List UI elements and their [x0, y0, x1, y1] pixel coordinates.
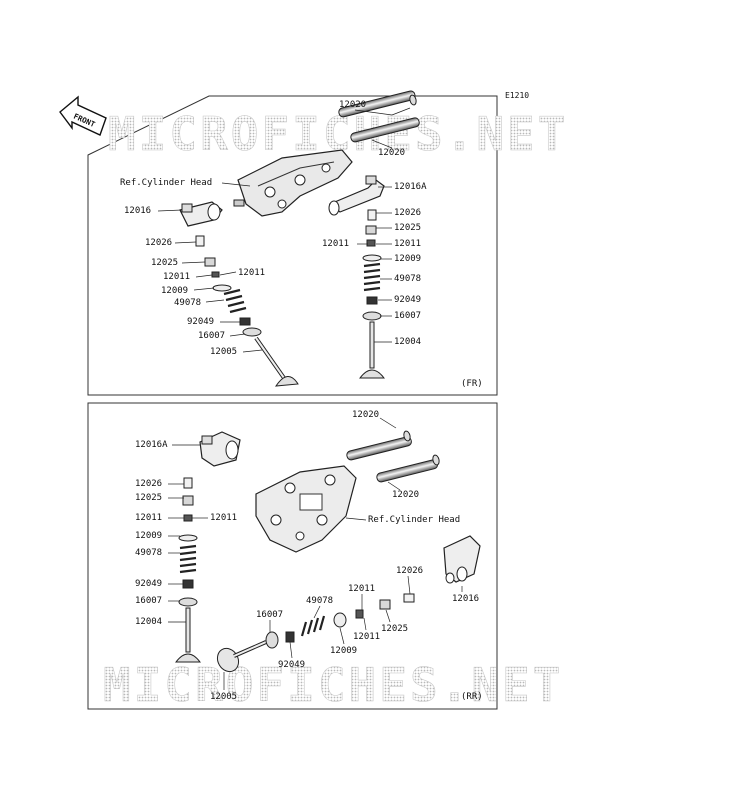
part-label: 16007: [256, 610, 284, 620]
part-label: 12020: [378, 148, 406, 158]
part-label: 12009: [135, 531, 163, 541]
valve-stack-rr-bottom-icon: [216, 593, 415, 673]
valve-stack-fr-right-icon: [358, 209, 386, 379]
rocker-arm-fr-right-icon: [328, 175, 385, 216]
rocker-arm-rr-right-icon: [443, 535, 481, 584]
part-label: 12009: [161, 286, 189, 296]
part-label: 12025: [135, 493, 163, 503]
part-label: 12011: [322, 239, 350, 249]
part-label: 12016A: [135, 440, 168, 450]
part-label: 49078: [135, 548, 163, 558]
part-label: 49078: [306, 596, 334, 606]
cylinder-head-fr-icon: [233, 149, 353, 217]
valve-stack-rr-left-icon: [174, 477, 202, 663]
part-label: 12026: [145, 238, 173, 248]
part-label: 12005: [210, 692, 238, 702]
cylinder-head-rr-icon: [255, 465, 357, 553]
part-label: 16007: [198, 331, 226, 341]
valve-stack-fr-left-icon: [195, 235, 299, 387]
part-label: Ref.Cylinder Head: [368, 515, 461, 525]
rocker-arm-rr-left-icon: [199, 431, 241, 467]
panel-fr-border: [87, 95, 498, 396]
part-label: 92049: [394, 295, 422, 305]
panel-rr-border: [87, 402, 498, 710]
part-label: 12026: [394, 208, 422, 218]
panel-tag-fr: (FR): [461, 379, 483, 389]
part-label: 12011: [238, 268, 266, 278]
panel-tag-rr: (RR): [461, 692, 483, 702]
part-label: 92049: [278, 660, 306, 670]
part-label: 12025: [381, 624, 409, 634]
part-label: 12016: [452, 594, 480, 604]
part-label: 12011: [353, 632, 381, 642]
rocker-arm-fr-left-icon: [179, 201, 223, 227]
part-label: 12025: [151, 258, 179, 268]
part-label: 12020: [352, 410, 380, 420]
part-label: 92049: [135, 579, 163, 589]
part-label: 12025: [394, 223, 422, 233]
part-label: 12009: [394, 254, 422, 264]
part-label: 16007: [135, 596, 163, 606]
watermark-bottom: MICROFICHES.NET: [103, 658, 563, 712]
part-label: 12009: [330, 646, 358, 656]
rocker-shaft-fr-lower-icon: [350, 117, 420, 143]
rocker-shaft-rr-lower-icon: [376, 454, 440, 483]
rocker-shaft-rr-upper-icon: [346, 430, 412, 461]
part-label: 12016A: [394, 182, 427, 192]
part-label: 12016: [124, 206, 152, 216]
part-label: 12005: [210, 347, 238, 357]
part-label: 49078: [174, 298, 202, 308]
part-label: 12011: [210, 513, 238, 523]
diagram-code: E1210: [505, 91, 530, 100]
part-label: 12011: [163, 272, 191, 282]
part-label: 49078: [394, 274, 422, 284]
part-label: 12020: [339, 100, 367, 110]
part-label: 12026: [135, 479, 163, 489]
front-arrow-icon: FRONT: [59, 95, 107, 136]
part-label: 12026: [396, 566, 424, 576]
part-label: 12011: [348, 584, 376, 594]
part-label: Ref.Cylinder Head: [120, 178, 213, 188]
part-label: 12004: [135, 617, 163, 627]
part-label: 16007: [394, 311, 422, 321]
part-label: 12004: [394, 337, 422, 347]
part-label: 92049: [187, 317, 215, 327]
part-label: 12011: [394, 239, 422, 249]
leader-lines: [157, 107, 463, 690]
part-label: 12020: [392, 490, 420, 500]
part-label: 12011: [135, 513, 163, 523]
